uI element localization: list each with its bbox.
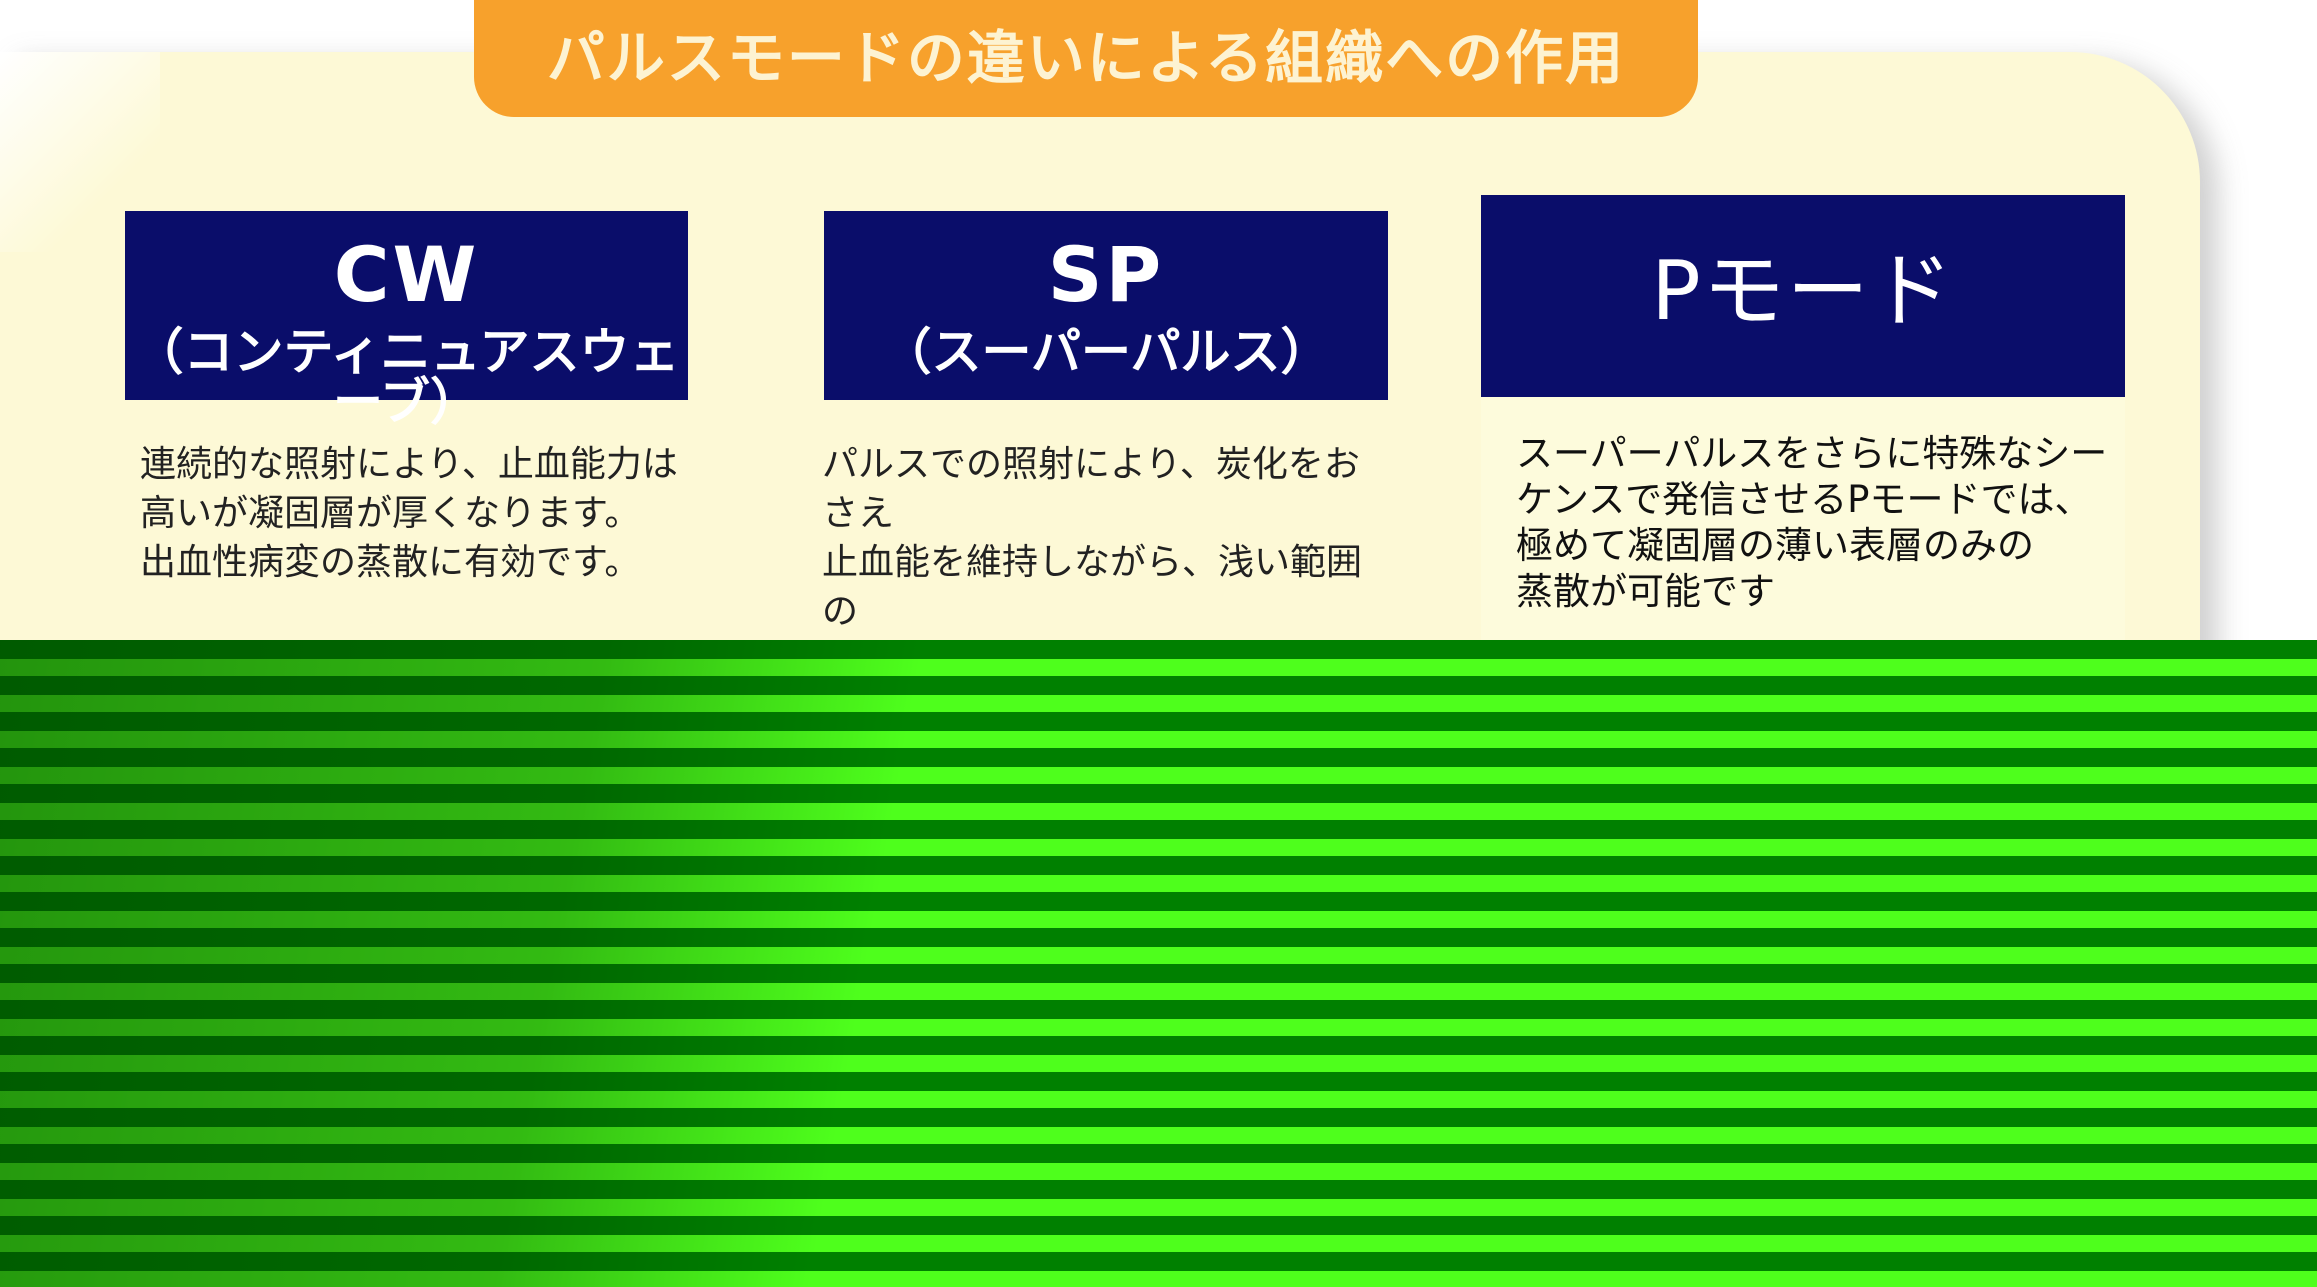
mode-subtitle-sp: （スーパーパルス） <box>881 323 1331 381</box>
mode-description-pmode: スーパーパルスをさらに特殊なシー ケンスで発信させるPモードでは、 極めて凝固層… <box>1516 432 2108 613</box>
mode-name-cw: CW <box>333 230 480 319</box>
mode-header-pmode: Pモード <box>1481 195 2125 397</box>
mode-name-pmode: Pモード <box>1651 244 1955 339</box>
mode-header-cw: CW （コンティニュアスウェーブ） <box>125 211 688 427</box>
mode-description-cw: 連続的な照射により、止血能力は 高いが凝固層が厚くなります。 出血性病変の蒸散に… <box>140 444 678 583</box>
mode-description-box-pmode <box>1481 397 2125 643</box>
mode-subtitle-cw: （コンティニュアスウェーブ） <box>133 323 680 431</box>
striped-area-shadow <box>0 640 2317 1287</box>
page-title: パルスモードの違いによる組織への作用 <box>474 0 1698 117</box>
mode-header-sp: SP （スーパーパルス） <box>824 211 1388 400</box>
mode-name-sp: SP <box>1047 230 1165 319</box>
